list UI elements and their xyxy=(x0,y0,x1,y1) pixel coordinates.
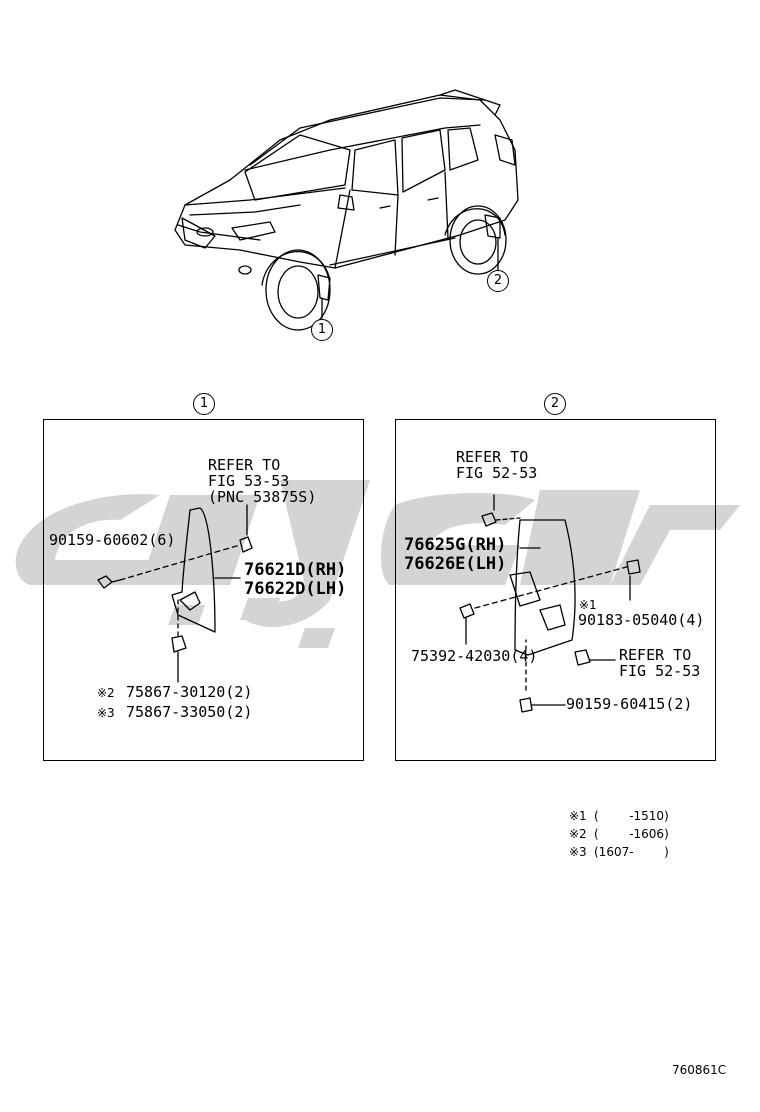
panel2-refer-top-line2: FIG 52-53 xyxy=(456,464,538,482)
panel1-clip-a-mark: ※2 xyxy=(97,686,115,700)
legend-range-2: ( -1606) xyxy=(594,827,669,841)
panel1-clip-a-part-number: 75867-30120(2) xyxy=(126,683,253,701)
panel2-flap-rh-part-number: 76625G(RH) xyxy=(404,535,507,555)
panel1-clip-b-part-number: 75867-33050(2) xyxy=(126,703,253,721)
detail-panel-2 xyxy=(395,419,716,761)
vehicle-illustration xyxy=(174,89,519,331)
panel1-flap-rh-part-number: 76621D(RH) xyxy=(244,560,347,580)
panel1-parts xyxy=(97,504,253,683)
legend-mark-1: ※1 xyxy=(569,809,587,823)
panel1-refer-line1: REFER TO xyxy=(208,456,281,474)
panel2-heading-circle: 2 xyxy=(544,393,566,415)
panel2-screw-part-number: 75392-42030(4) xyxy=(411,647,538,665)
legend-mark-2: ※2 xyxy=(569,827,587,841)
panel2-refer-top-line1: REFER TO xyxy=(456,448,529,466)
legend-range-3: (1607- ) xyxy=(594,845,669,859)
panel2-flap-lh-part-number: 76626E(LH) xyxy=(404,554,507,574)
detail-panel-1 xyxy=(43,419,364,761)
panel1-refer-line2: FIG 53-53 xyxy=(208,472,290,490)
callout-circle-2: 2 xyxy=(487,270,509,292)
panel2-bolt-part-number: 90159-60415(2) xyxy=(566,695,693,713)
panel1-heading-circle: 1 xyxy=(193,393,215,415)
panel1-flap-lh-part-number: 76622D(LH) xyxy=(244,579,347,599)
legend-mark-3: ※3 xyxy=(569,845,587,859)
panel2-nut-mark: ※1 xyxy=(579,598,597,612)
panel2-refer-bottom-line2: FIG 52-53 xyxy=(619,662,701,680)
panel1-refer-line3: (PNC 53875S) xyxy=(208,488,317,506)
panel1-clip-b-mark: ※3 xyxy=(97,706,115,720)
panel2-parts xyxy=(459,494,641,713)
panel1-bolt-part-number: 90159-60602(6) xyxy=(49,531,176,549)
panel2-refer-bottom-line1: REFER TO xyxy=(619,646,692,664)
legend-range-1: ( -1510) xyxy=(594,809,669,823)
callout-circle-1: 1 xyxy=(311,319,333,341)
panel2-nut-part-number: 90183-05040(4) xyxy=(578,611,705,629)
figure-code: 760861C xyxy=(672,1063,727,1077)
